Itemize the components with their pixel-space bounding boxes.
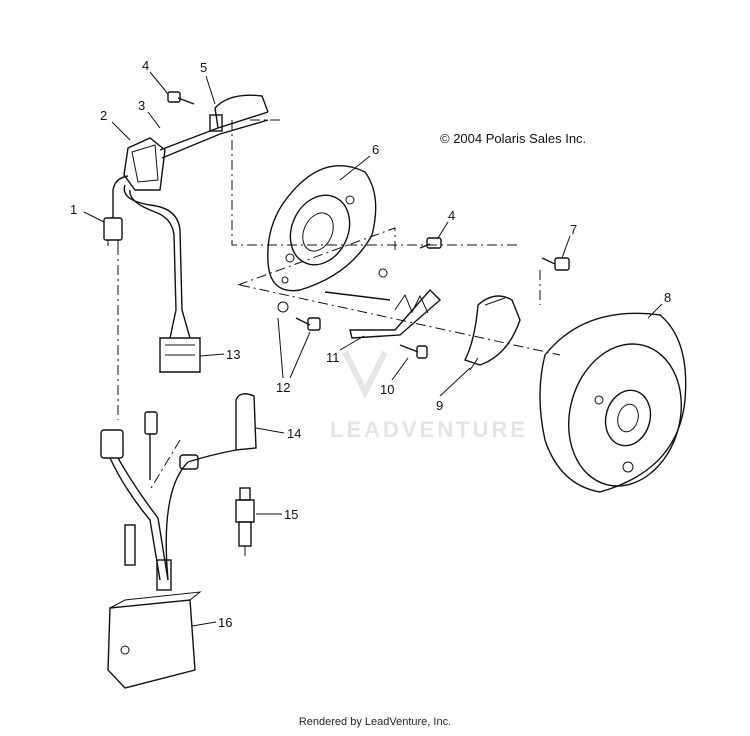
callout-4-top: 4: [142, 58, 149, 73]
callout-16: 16: [218, 615, 232, 630]
spark-plug-cap-part-14: [179, 393, 257, 470]
wire-harness-part-3: [123, 111, 269, 311]
ignition-wiring: [100, 411, 189, 581]
connector-part-13: [159, 309, 201, 373]
callout-9: 9: [436, 398, 443, 413]
bolt-part-4-top: [167, 91, 195, 105]
regulator-part-2: [123, 137, 166, 191]
screws-part-12: [277, 301, 321, 331]
footer-credit: Rendered by LeadVenture, Inc.: [298, 716, 452, 728]
callout-leaders: [83, 71, 663, 627]
clamp-part-5: [209, 94, 269, 132]
pickup-coil-part-9: [464, 295, 521, 371]
callout-1: 1: [70, 202, 77, 217]
assembly-centerlines: [117, 119, 561, 491]
watermark-text: LEADVENTURE: [330, 417, 528, 442]
callout-10: 10: [380, 382, 394, 397]
bolt-part-10: [399, 344, 428, 359]
exciter-coil-part-11: [324, 288, 442, 339]
spark-plug-part-15: [235, 487, 255, 556]
callout-15: 15: [284, 507, 298, 522]
ignition-coil-part-16: [107, 524, 202, 689]
callout-4-mid: 4: [448, 208, 455, 223]
callout-2: 2: [100, 108, 107, 123]
callout-6: 6: [372, 142, 379, 157]
screw-part-7: [541, 257, 570, 271]
bolt-part-4-mid: [378, 237, 442, 278]
callout-12: 12: [276, 380, 290, 395]
callout-13: 13: [226, 347, 240, 362]
callout-3: 3: [138, 98, 145, 113]
callout-5: 5: [200, 60, 207, 75]
stator-plate-part-6: [267, 165, 377, 292]
callout-labels: 1 2 3 4 5 6 4 7 8 9 10 11 12 13 14 15 16: [70, 58, 671, 630]
callout-7: 7: [570, 222, 577, 237]
callout-8: 8: [664, 290, 671, 305]
leadventure-watermark: LEADVENTURE: [330, 350, 528, 442]
callout-14: 14: [287, 426, 301, 441]
copyright-notice: © 2004 Polaris Sales Inc.: [440, 131, 586, 146]
flywheel-part-8: [539, 312, 687, 493]
callout-11: 11: [326, 350, 340, 365]
